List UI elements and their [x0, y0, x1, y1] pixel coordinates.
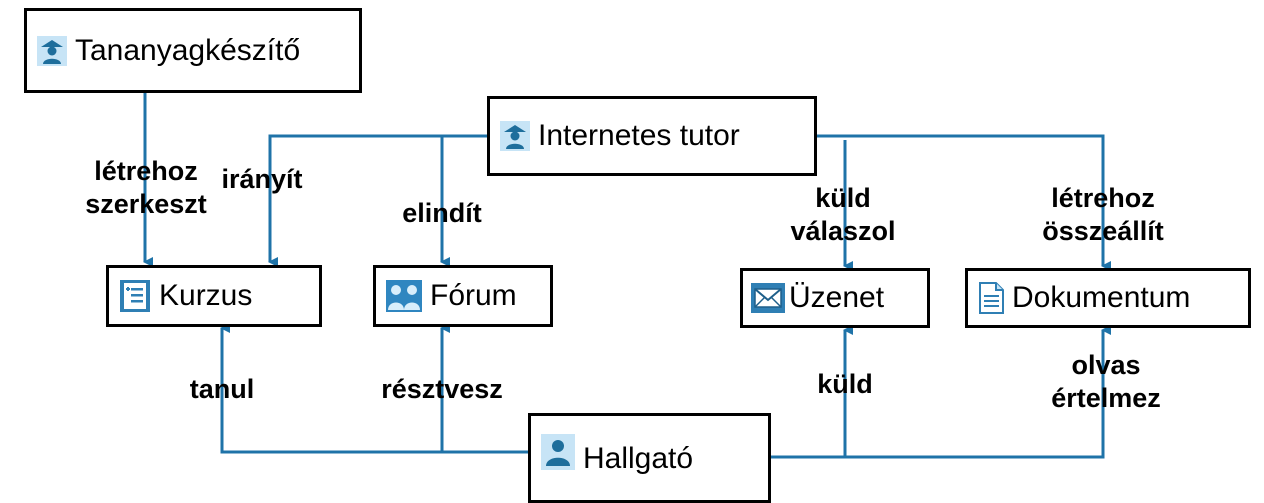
person-icon	[500, 121, 530, 151]
person-icon	[37, 35, 67, 66]
node-message[interactable]: Üzenet	[740, 268, 930, 328]
node-author-label: Tananyagkészítő	[75, 33, 301, 67]
edge-student-document	[845, 325, 1111, 459]
edge-label-student-message: küld	[817, 369, 873, 399]
node-document-label: Dokumentum	[1012, 281, 1191, 314]
edge-label-tutor-forum: elindít	[402, 198, 482, 228]
course-list-icon	[119, 279, 151, 313]
node-forum-label: Fórum	[430, 279, 517, 312]
edge-label-tutor-message: küld válaszol	[790, 183, 896, 246]
edge-label-tutor-course: irányít	[221, 164, 303, 194]
edge-label-student-forum: résztvesz	[381, 374, 503, 404]
envelope-icon	[751, 283, 785, 313]
node-course[interactable]: Kurzus	[106, 265, 322, 327]
edge-tutor-document	[815, 134, 1111, 271]
document-icon	[978, 282, 1004, 314]
node-tutor-label: Internetes tutor	[538, 119, 740, 152]
edge-label-student-course: tanul	[189, 374, 255, 404]
node-course-label: Kurzus	[159, 279, 253, 312]
person-icon	[541, 434, 575, 470]
node-forum[interactable]: Fórum	[373, 265, 553, 327]
group-icon	[386, 280, 422, 312]
node-document[interactable]: Dokumentum	[965, 268, 1251, 328]
edge-label-student-document: olvas értelmez	[1051, 350, 1161, 413]
edge-tutor-course	[268, 134, 490, 267]
edges-layer	[143, 92, 1111, 459]
edge-label-author-course: létrehoz szerkeszt	[85, 156, 207, 219]
edge-student-course	[220, 323, 528, 454]
node-student-label: Hallgató	[583, 442, 694, 475]
edge-label-tutor-document: létrehoz összeállít	[1042, 183, 1164, 246]
node-tutor[interactable]: Internetes tutor	[487, 96, 817, 176]
node-message-label: Üzenet	[789, 281, 885, 314]
node-author[interactable]: Tananyagkészítő	[24, 8, 362, 93]
